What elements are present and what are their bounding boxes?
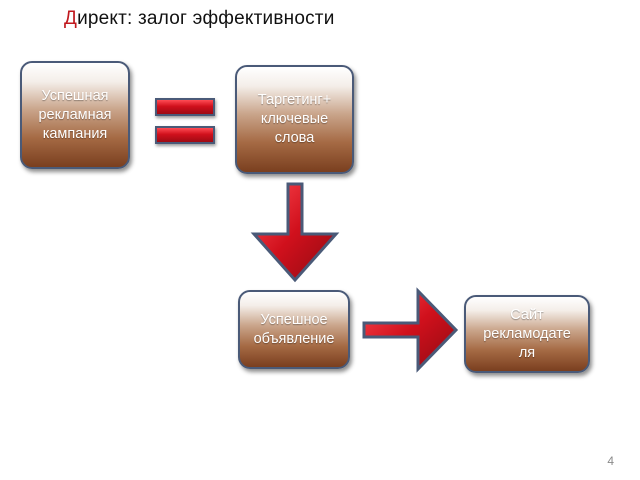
node-label: Сайт рекламодате ля [483,306,571,361]
title-text: ирект: залог эффективности [77,8,335,29]
node-label: Таргетинг+ ключевые слова [257,92,332,146]
node-targeting-keywords: Таргетинг+ ключевые слова [235,65,354,174]
title-accent-letter: Д [64,8,78,29]
page-number: 4 [607,454,614,468]
node-successful-campaign: Успешная рекламная кампания [20,61,130,169]
arrow-right-icon [362,287,459,373]
node-successful-ad: Успешное объявление [238,290,350,369]
equals-bar-bottom [155,126,215,144]
equals-bar-top [155,98,215,116]
node-advertiser-site: Сайт рекламодате ля [464,295,590,373]
node-label: Успешная рекламная кампания [38,87,112,142]
node-label: Успешное объявление [253,311,335,347]
slide-title: Директ: залог эффективности [64,8,335,30]
arrow-down-icon [250,182,340,283]
